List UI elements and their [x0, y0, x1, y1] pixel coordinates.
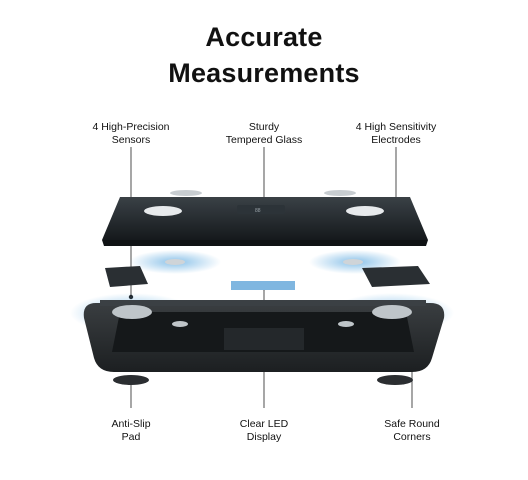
electrode-plates	[105, 259, 430, 287]
label-round-corners: Safe Round Corners	[384, 418, 440, 443]
label-tempered-glass: Sturdy Tempered Glass	[225, 121, 303, 146]
tempered-glass-top: 88	[102, 190, 428, 246]
led-display-module	[231, 281, 295, 290]
label-sensors: 4 High-Precision Sensors	[92, 121, 170, 146]
label-led-display: Clear LED Display	[239, 418, 289, 443]
anti-slip-pads	[113, 375, 413, 385]
headline-line-2: Measurements	[168, 58, 360, 88]
headline-line-1: Accurate	[205, 22, 323, 52]
label-electrodes: 4 High Sensitivity Electrodes	[355, 121, 437, 146]
base-frame	[83, 300, 445, 372]
svg-text:88: 88	[255, 208, 261, 214]
load-sensors	[112, 305, 412, 327]
label-anti-slip-pad: Anti-Slip Pad	[111, 418, 151, 443]
